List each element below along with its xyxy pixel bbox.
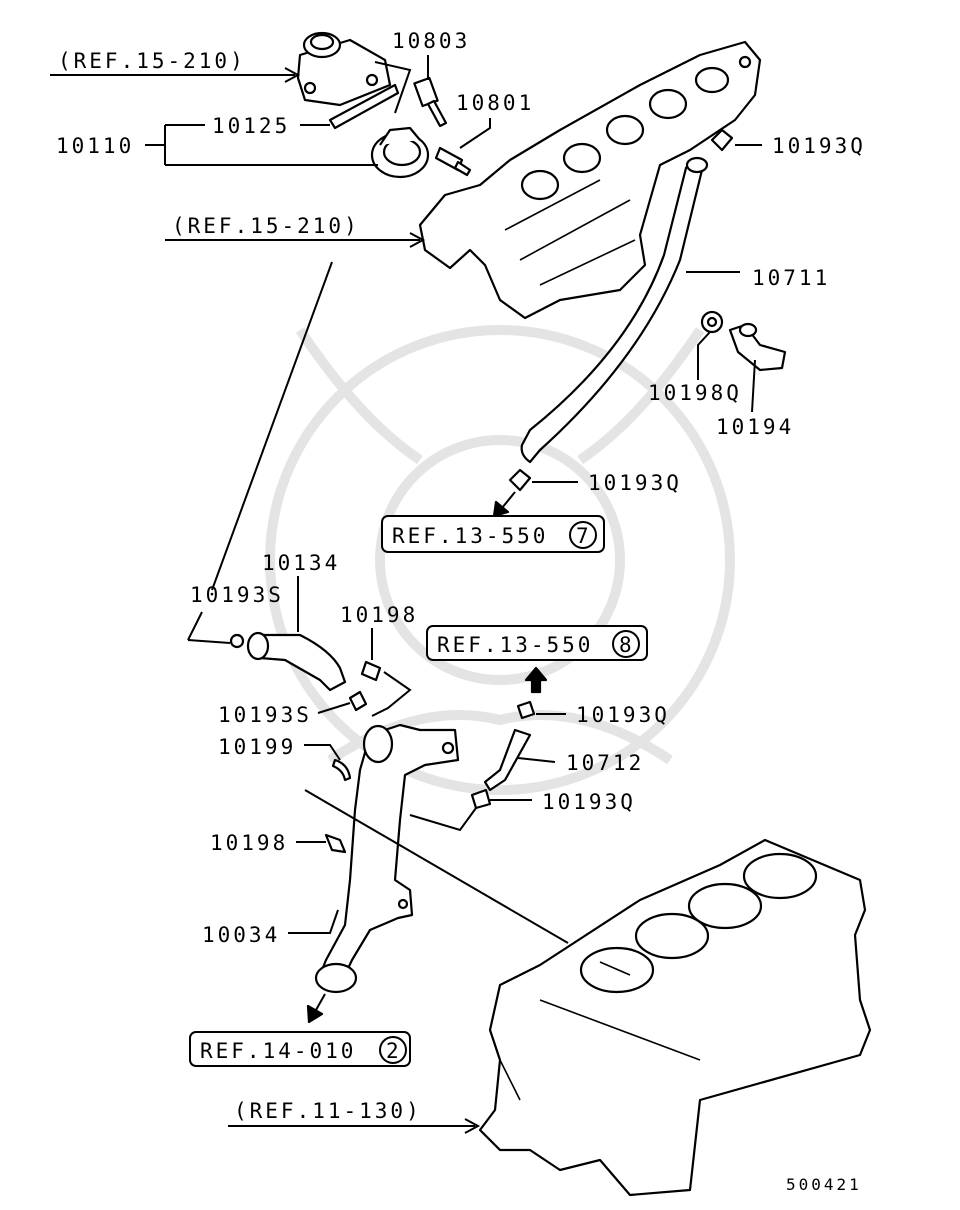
water-outlet-fitting[interactable] (296, 31, 392, 107)
callout-10134[interactable]: 10134 (262, 551, 340, 575)
callout-10193s-top[interactable]: 10193S (190, 583, 284, 607)
ref-box-13-550-7-circle: 7 (576, 524, 589, 548)
engine-block (478, 838, 872, 1197)
callout-10198-bottom[interactable]: 10198 (210, 831, 288, 855)
callout-10193q-top[interactable]: 10193Q (772, 134, 866, 158)
ref-box-14-010-2-text: REF.14-010 (200, 1039, 356, 1063)
water-pipe-10034[interactable] (314, 723, 460, 994)
hose-10134[interactable] (246, 631, 347, 692)
watermark-emblem (265, 325, 735, 795)
clamp-10193q-mid[interactable] (508, 468, 532, 492)
leader-lines (50, 55, 762, 1134)
gasket-10125[interactable] (328, 83, 400, 130)
clamp-10193s-mid[interactable] (348, 690, 368, 712)
ref-15-210-mid[interactable]: (REF.15-210) (172, 214, 360, 238)
bolt-10198-bottom[interactable] (324, 833, 347, 854)
intake-manifold (418, 40, 762, 320)
hose-10712[interactable] (483, 728, 532, 792)
sensor-10803[interactable] (413, 76, 448, 128)
clamp-10193s-top[interactable] (229, 633, 245, 649)
bracket-10194[interactable] (728, 322, 787, 372)
ref-box-13-550-7[interactable]: REF.13-550 7 (381, 515, 605, 553)
hose-10711[interactable] (520, 156, 709, 464)
ref-box-13-550-8-circle: 8 (619, 633, 632, 657)
callout-10125[interactable]: 10125 (212, 114, 290, 138)
callout-10198q[interactable]: 10198Q (648, 381, 742, 405)
callout-10193q-bottom[interactable]: 10193Q (542, 790, 636, 814)
ref-box-13-550-7-text: REF.13-550 (392, 524, 548, 548)
ref-box-13-550-8-text: REF.13-550 (437, 633, 593, 657)
callout-10801[interactable]: 10801 (456, 91, 534, 115)
callout-10034[interactable]: 10034 (202, 923, 280, 947)
clamp-10193q-lower[interactable] (516, 700, 536, 720)
sensor-10801[interactable] (434, 146, 472, 177)
ref-15-210-top[interactable]: (REF.15-210) (58, 49, 246, 73)
diagram-code: 500421 (786, 1175, 862, 1194)
callout-10712[interactable]: 10712 (566, 751, 644, 775)
bolt-10198q[interactable] (700, 310, 724, 334)
bolt-10198-top[interactable] (360, 660, 382, 682)
o-ring-10199[interactable] (331, 758, 352, 782)
ref-box-14-010-2-circle: 2 (386, 1039, 399, 1063)
ref-box-13-550-8[interactable]: REF.13-550 8 (426, 625, 648, 661)
callout-10193q-lower[interactable]: 10193Q (576, 703, 670, 727)
callout-10194[interactable]: 10194 (716, 415, 794, 439)
ref-box-14-010-2[interactable]: REF.14-010 2 (189, 1031, 411, 1067)
clamp-10193q-bottom[interactable] (470, 788, 492, 810)
callout-10198-top[interactable]: 10198 (340, 603, 418, 627)
callout-10193s-mid[interactable]: 10193S (218, 703, 312, 727)
ref-11-130[interactable]: (REF.11-130) (234, 1099, 422, 1123)
callout-10193q-mid[interactable]: 10193Q (588, 471, 682, 495)
thermostat-10110[interactable] (370, 126, 430, 179)
callout-10110[interactable]: 10110 (56, 134, 134, 158)
callout-10199[interactable]: 10199 (218, 735, 296, 759)
clamp-10193q-top[interactable] (710, 128, 734, 152)
callout-10803[interactable]: 10803 (392, 29, 470, 53)
callout-10711[interactable]: 10711 (752, 266, 830, 290)
